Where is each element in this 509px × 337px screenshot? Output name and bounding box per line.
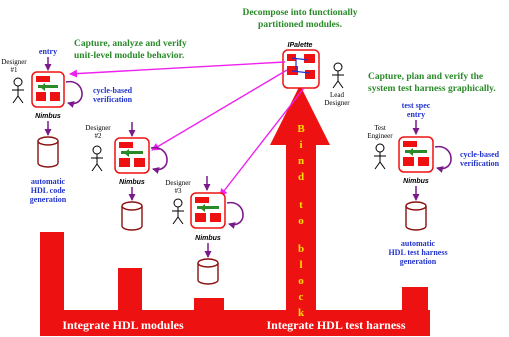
label-line: Engineer bbox=[367, 132, 393, 140]
bind-to-block-text: B i n d t o b l o c k bbox=[297, 123, 305, 319]
auto-hdl-code-label: automatic HDL code generation bbox=[30, 177, 67, 204]
band-column-4 bbox=[402, 287, 428, 312]
nimbus-label-3: Nimbus bbox=[195, 235, 221, 242]
integration-band bbox=[40, 85, 430, 336]
database-test bbox=[405, 201, 427, 231]
database-3 bbox=[197, 258, 219, 285]
lead-designer-label: Lead Designer bbox=[324, 91, 350, 107]
label-line: automatic bbox=[401, 239, 436, 248]
label-line: #1 bbox=[11, 66, 19, 74]
bind-letter: l bbox=[299, 259, 302, 271]
nimbus-label-test: Nimbus bbox=[403, 178, 429, 185]
nimbus-block-3 bbox=[190, 192, 226, 229]
label-line: #2 bbox=[95, 132, 103, 140]
band-column-3 bbox=[194, 298, 224, 312]
nimbus-block-2 bbox=[114, 137, 150, 174]
auto-hdl-test-label: automatic HDL test harness generation bbox=[388, 239, 447, 266]
designer1-figure bbox=[12, 77, 24, 104]
designer2-figure bbox=[91, 145, 103, 172]
cycle-label-test: cycle-based verification bbox=[460, 150, 500, 168]
cycle-label-1: cycle-based verification bbox=[93, 86, 133, 104]
bind-letter: b bbox=[298, 243, 304, 255]
ipalette-label: IPalette bbox=[288, 42, 313, 49]
heading-line: Capture, plan and verify the bbox=[368, 72, 483, 82]
bind-letter: n bbox=[298, 155, 304, 167]
bind-letter: d bbox=[298, 171, 304, 183]
label-line: automatic bbox=[31, 177, 66, 186]
heading-left: Capture, analyze and verify unit-level m… bbox=[74, 39, 187, 61]
bind-to-block-arrow bbox=[270, 85, 330, 312]
verification-loop-2 bbox=[150, 147, 168, 174]
label-line: Test bbox=[374, 124, 386, 132]
label-line: cycle-based bbox=[93, 86, 133, 95]
verification-loop-1 bbox=[65, 81, 83, 108]
label-line: verification bbox=[460, 159, 500, 168]
nimbus-block-1 bbox=[31, 71, 65, 108]
heading-line: partitioned modules. bbox=[258, 20, 342, 30]
heading-line: Decompose into functionally bbox=[242, 8, 357, 18]
test-engineer-label: Test Engineer bbox=[367, 124, 393, 140]
label-line: verification bbox=[93, 95, 133, 104]
designer1-label: Designer #1 bbox=[1, 58, 27, 74]
nimbus-label-2: Nimbus bbox=[119, 179, 145, 186]
label-line: generation bbox=[30, 195, 67, 204]
decomposition-arrows bbox=[69, 61, 305, 197]
label-line: cycle-based bbox=[460, 150, 500, 159]
verification-loop-3 bbox=[226, 202, 244, 229]
entry-label: entry bbox=[39, 47, 57, 56]
label-line: test spec bbox=[402, 101, 431, 110]
designer3-label: Designer #3 bbox=[165, 179, 191, 195]
bind-letter: c bbox=[299, 291, 304, 303]
designer3-figure bbox=[172, 198, 184, 225]
heading-line: system test harness graphically. bbox=[368, 84, 496, 94]
bind-letter: k bbox=[298, 307, 305, 319]
band-column-1 bbox=[40, 232, 64, 312]
test-engineer-figure bbox=[374, 143, 386, 170]
database-1 bbox=[37, 136, 59, 168]
bind-letter: o bbox=[298, 215, 304, 227]
heading-line: Capture, analyze and verify bbox=[74, 39, 187, 49]
nimbus-label-1: Nimbus bbox=[35, 113, 61, 120]
verification-loop-test bbox=[434, 146, 452, 173]
label-line: #3 bbox=[175, 187, 183, 195]
heading-line: unit-level module behavior. bbox=[74, 51, 184, 61]
label-line: Designer bbox=[85, 124, 111, 132]
label-line: generation bbox=[400, 257, 437, 266]
database-2 bbox=[121, 201, 143, 231]
label-line: entry bbox=[407, 110, 425, 119]
designer2-label: Designer #2 bbox=[85, 124, 111, 140]
heading-top: Decompose into functionally partitioned … bbox=[242, 8, 357, 30]
band-right-label: Integrate HDL test harness bbox=[267, 318, 406, 332]
label-line: Designer bbox=[165, 179, 191, 187]
label-line: HDL code bbox=[31, 186, 66, 195]
ipalette-block bbox=[282, 49, 320, 89]
label-line: Lead bbox=[330, 91, 344, 99]
lead-designer-figure bbox=[332, 62, 344, 89]
heading-right: Capture, plan and verify the system test… bbox=[368, 72, 496, 94]
label-line: Designer bbox=[1, 58, 27, 66]
bind-letter: B bbox=[297, 123, 305, 135]
test-spec-entry-label: test spec entry bbox=[402, 101, 431, 119]
bind-letter: t bbox=[299, 199, 303, 211]
bind-letter: i bbox=[299, 139, 302, 151]
band-column-2 bbox=[118, 268, 142, 312]
label-line: Designer bbox=[324, 99, 350, 107]
band-base bbox=[40, 310, 430, 336]
bind-letter: o bbox=[298, 275, 304, 287]
nimbus-block-test bbox=[398, 136, 434, 173]
band-left-label: Integrate HDL modules bbox=[62, 318, 184, 332]
label-line: HDL test harness bbox=[388, 248, 447, 257]
